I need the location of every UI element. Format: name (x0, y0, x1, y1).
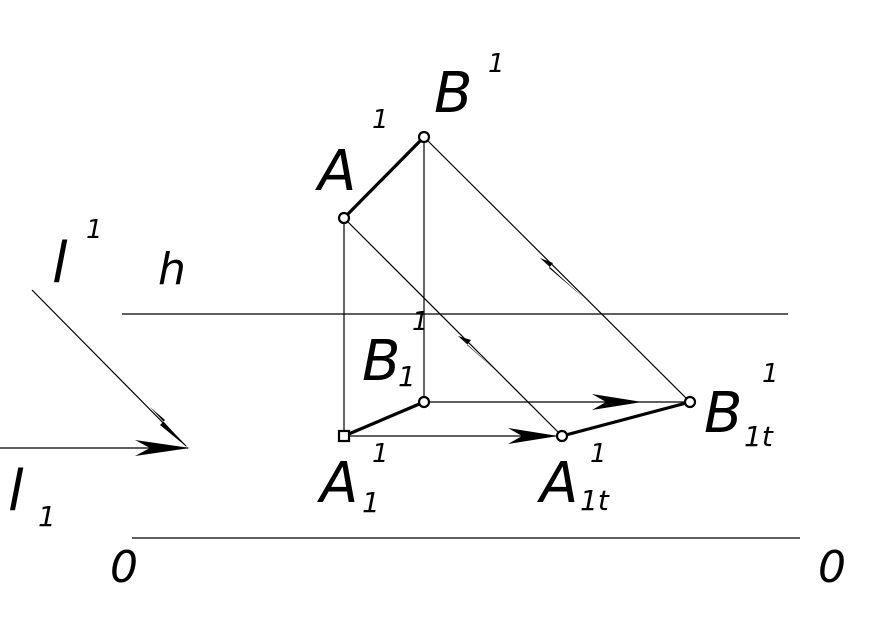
label-A: A (315, 139, 356, 204)
label-l-upper-sup: 1 (86, 215, 103, 245)
label-A-sup: 1 (372, 105, 389, 135)
label-h: h (158, 244, 186, 295)
label-l-upper: l (52, 231, 68, 296)
direction-arrowhead-diagonal (150, 407, 188, 448)
label-B1-sub: 1 (398, 360, 416, 393)
label-A1: A (317, 451, 358, 516)
direction-arrowhead-horizontal (135, 440, 190, 456)
label-l-lower: l (8, 459, 24, 524)
label-B-sup: 1 (488, 49, 505, 79)
label-l-lower-sub: 1 (38, 500, 56, 533)
segment-AB (342, 135, 426, 220)
label-B: B (434, 61, 472, 126)
ray-B-arrowhead (540, 258, 584, 298)
segment-A1B1 (342, 400, 426, 438)
label-A1t: A (537, 451, 578, 516)
label-axis-left: 0 (110, 542, 138, 593)
transfer-B1-arrowhead (592, 394, 642, 410)
direction-line-upper (31, 289, 187, 447)
segment-A1t-B1t (560, 400, 692, 438)
label-A1-sub: 1 (362, 486, 380, 519)
point-B (417, 130, 431, 144)
label-B1t-sub: 1t (744, 420, 774, 453)
point-B1 (417, 395, 431, 409)
point-A1t (555, 429, 569, 443)
ray-B (423, 136, 691, 403)
label-B1t: B (704, 381, 742, 446)
ray-A (343, 217, 563, 437)
label-B1: B (362, 329, 400, 394)
label-A1-sup: 1 (372, 439, 389, 469)
label-B1t-sup: 1 (762, 359, 779, 389)
label-axis-right: 0 (818, 542, 846, 593)
label-B1-sup: 1 (412, 307, 429, 337)
point-A (337, 211, 351, 225)
transfer-A1-arrowhead (508, 428, 558, 444)
label-A1t-sub: 1t (580, 484, 610, 517)
ray-A-arrowhead (458, 336, 500, 374)
label-A1t-sup: 1 (590, 439, 607, 469)
point-B1t (683, 395, 697, 409)
point-A1 (337, 429, 351, 443)
